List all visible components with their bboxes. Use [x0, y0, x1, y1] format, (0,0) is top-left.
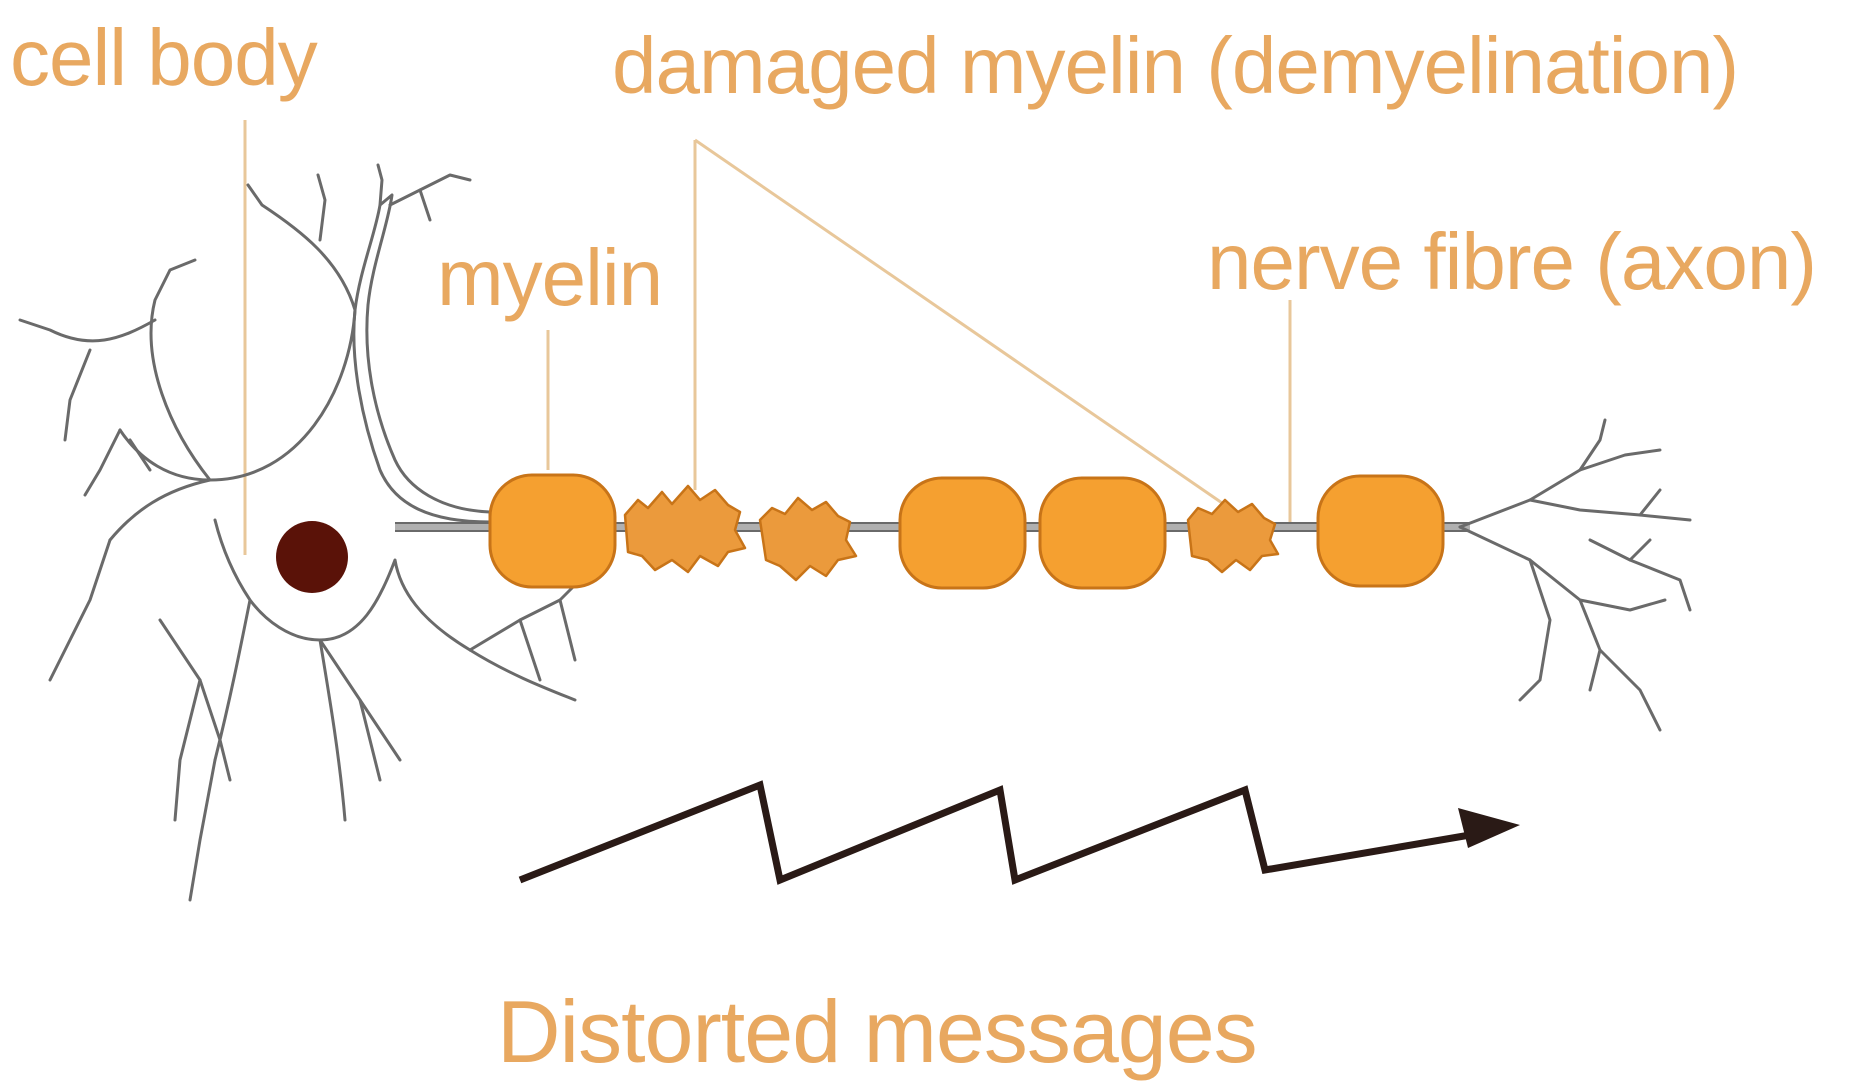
dendrite-top-1	[248, 185, 355, 310]
arrowhead	[1458, 808, 1520, 848]
dendrite-top-2	[318, 175, 325, 240]
damaged-myelin-segment	[760, 498, 856, 580]
myelin-segment	[900, 478, 1025, 588]
dendrite-bottom-1	[50, 540, 110, 680]
signal-zigzag	[520, 785, 1470, 880]
distorted-messages-label: Distorted messages	[497, 988, 1257, 1076]
dendrite-left-4	[85, 430, 120, 495]
nucleus	[276, 521, 348, 593]
dendrite-left-1	[151, 260, 210, 480]
terminal-branch	[1460, 527, 1600, 690]
myelin-label: myelin	[437, 238, 662, 318]
damaged-myelin-segment	[1188, 500, 1278, 572]
dendrite-top-4	[390, 175, 470, 205]
distorted-signal-arrow	[520, 785, 1520, 880]
dendrite-left-2	[20, 320, 155, 341]
terminal-branch	[1600, 650, 1660, 730]
damaged-myelin-label: damaged myelin (demyelination)	[612, 26, 1738, 106]
dendrite-left-5	[130, 440, 150, 470]
terminal-branch	[1580, 600, 1665, 610]
dendrite-right-2	[520, 620, 540, 680]
damaged-myelin-segment	[625, 486, 745, 572]
dendrite-bottom-4	[190, 760, 215, 900]
dendrite-top-3	[378, 165, 382, 205]
axon-terminals	[1460, 420, 1690, 730]
terminal-branch	[1520, 560, 1550, 700]
damaged-myelin-leader-line-b	[695, 140, 1225, 505]
nerve-fibre-label: nerve fibre (axon)	[1207, 222, 1816, 302]
dendrite-bottom-6	[360, 700, 380, 780]
dendrite-right-3	[560, 600, 575, 660]
myelin-segment	[1040, 478, 1165, 588]
dendrite-left-3	[65, 350, 90, 440]
terminal-branch	[1530, 500, 1690, 520]
dendrite-top-5	[420, 190, 430, 220]
dendrite-bottom-3	[175, 680, 200, 820]
cell-body-label: cell body	[10, 18, 317, 98]
myelin-segment	[1318, 476, 1443, 586]
myelin-segment	[490, 475, 615, 587]
terminal-branch	[1640, 490, 1660, 515]
terminal-branch	[1630, 540, 1650, 560]
